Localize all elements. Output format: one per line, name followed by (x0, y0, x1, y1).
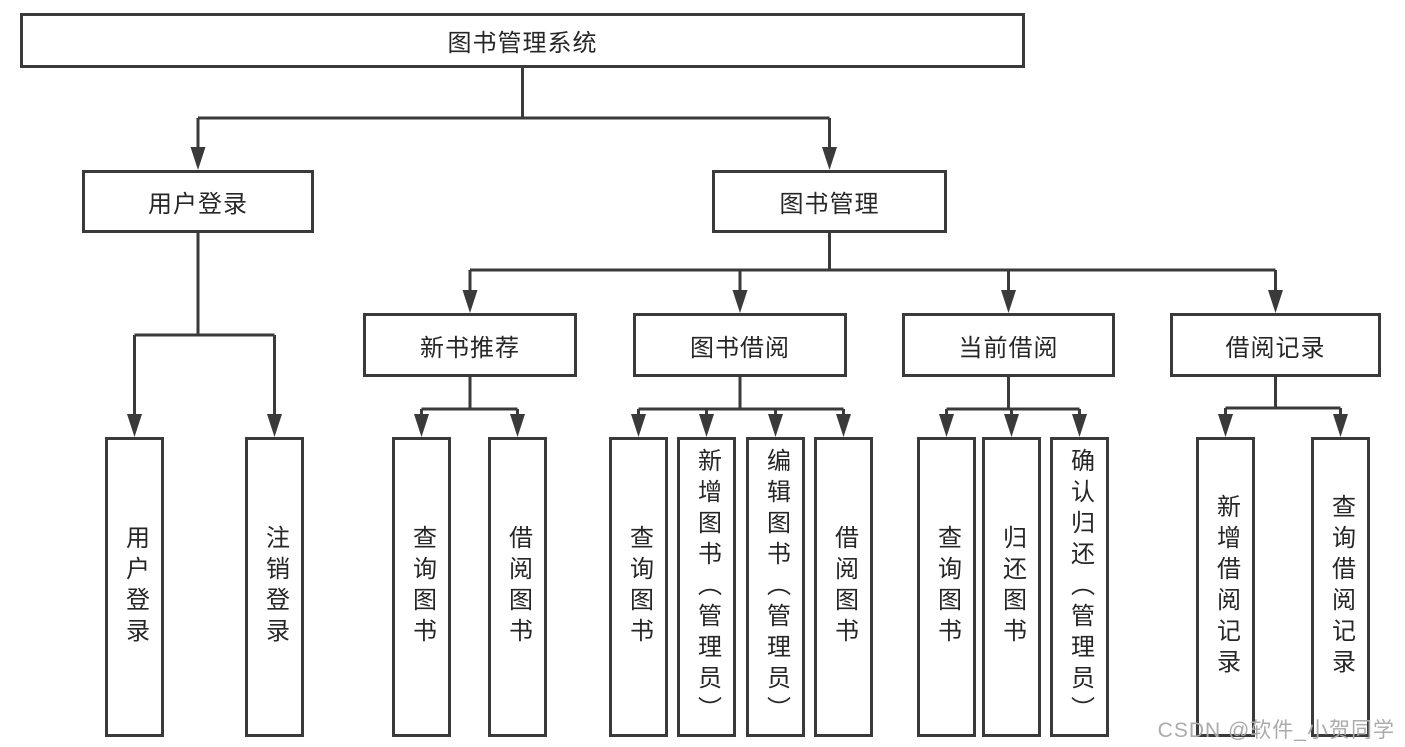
leaf-borrow-book-recommend-label: 借阅图书 (504, 525, 532, 649)
arrowhead (822, 147, 837, 170)
leaf-return-book: 归还图书 (982, 437, 1041, 737)
leaf-edit-book-admin-label: 编辑图书（管理员） (762, 447, 790, 727)
connector-book-borrow (631, 377, 851, 437)
arrowhead (699, 414, 714, 437)
leaf-borrow-book-recommend: 借阅图书 (488, 437, 547, 737)
leaf-confirm-return-admin: 确认归还（管理员） (1050, 437, 1109, 737)
arrowhead (462, 290, 478, 313)
leaf-borrow-book: 借阅图书 (814, 437, 873, 737)
arrowhead (510, 414, 525, 437)
leaf-search-borrow-record: 查询借阅记录 (1311, 437, 1370, 737)
arrowhead (267, 414, 282, 437)
arrowhead (1072, 414, 1087, 437)
arrowhead (414, 414, 429, 437)
leaf-search-book-borrow-label: 查询图书 (625, 525, 653, 649)
leaf-search-borrow-record-label: 查询借阅记录 (1327, 494, 1355, 680)
connector-borrow-records (1218, 377, 1348, 437)
csdn-watermark: CSDN @软件_小贺同学 (1157, 719, 1395, 742)
leaf-search-book-borrow: 查询图书 (609, 437, 668, 737)
arrowhead (1268, 290, 1283, 313)
arrowhead (631, 414, 646, 437)
node-borrow-records: 借阅记录 (1170, 313, 1381, 377)
arrowhead (1001, 290, 1016, 313)
node-current-borrow-label: 当前借阅 (958, 334, 1059, 362)
arrowhead (190, 147, 206, 170)
leaf-confirm-return-admin-label: 确认归还（管理员） (1066, 447, 1094, 727)
connector-book-management (462, 233, 1283, 313)
leaf-user-login: 用户登录 (105, 437, 164, 737)
leaf-search-book-recommend-label: 查询图书 (408, 525, 436, 649)
node-new-book-recommend: 新书推荐 (363, 313, 577, 377)
node-root-label: 图书管理系统 (447, 30, 598, 57)
node-book-management-label: 图书管理 (779, 191, 880, 218)
node-current-borrow: 当前借阅 (902, 313, 1115, 377)
node-root: 图书管理系统 (20, 13, 1025, 68)
node-borrow-records-label: 借阅记录 (1225, 334, 1326, 362)
leaf-add-book-admin-label: 新增图书（管理员） (693, 447, 721, 727)
connector-new-book-recommend (414, 377, 525, 437)
arrowhead (768, 414, 783, 437)
leaf-add-borrow-record-label: 新增借阅记录 (1212, 494, 1240, 680)
arrowhead (836, 414, 851, 437)
connector-user-login (127, 233, 282, 437)
leaf-add-book-admin: 新增图书（管理员） (677, 437, 736, 737)
leaf-search-book-current-label: 查询图书 (933, 525, 961, 649)
node-user-login-label: 用户登录 (148, 191, 248, 218)
connector-current-borrow (939, 377, 1087, 437)
arrowhead (1333, 414, 1348, 437)
node-book-management: 图书管理 (712, 170, 947, 233)
arrowhead (1218, 414, 1233, 437)
leaf-return-book-label: 归还图书 (998, 525, 1026, 649)
leaf-search-book-recommend: 查询图书 (392, 437, 451, 737)
node-book-borrow-label: 图书借阅 (690, 334, 790, 362)
arrowhead (939, 414, 954, 437)
leaf-user-login-label: 用户登录 (121, 525, 149, 649)
leaf-search-book-current: 查询图书 (917, 437, 976, 737)
arrowhead (1004, 414, 1019, 437)
connector-root (190, 68, 837, 170)
leaf-borrow-book-label: 借阅图书 (830, 525, 858, 649)
leaf-logout: 注销登录 (245, 437, 304, 737)
leaf-add-borrow-record: 新增借阅记录 (1196, 437, 1255, 737)
leaf-edit-book-admin: 编辑图书（管理员） (746, 437, 805, 737)
arrowhead (127, 414, 142, 437)
node-user-login: 用户登录 (82, 170, 314, 233)
arrowhead (732, 290, 748, 313)
leaf-logout-label: 注销登录 (261, 525, 289, 649)
node-new-book-recommend-label: 新书推荐 (420, 334, 520, 362)
node-book-borrow: 图书借阅 (633, 313, 847, 377)
